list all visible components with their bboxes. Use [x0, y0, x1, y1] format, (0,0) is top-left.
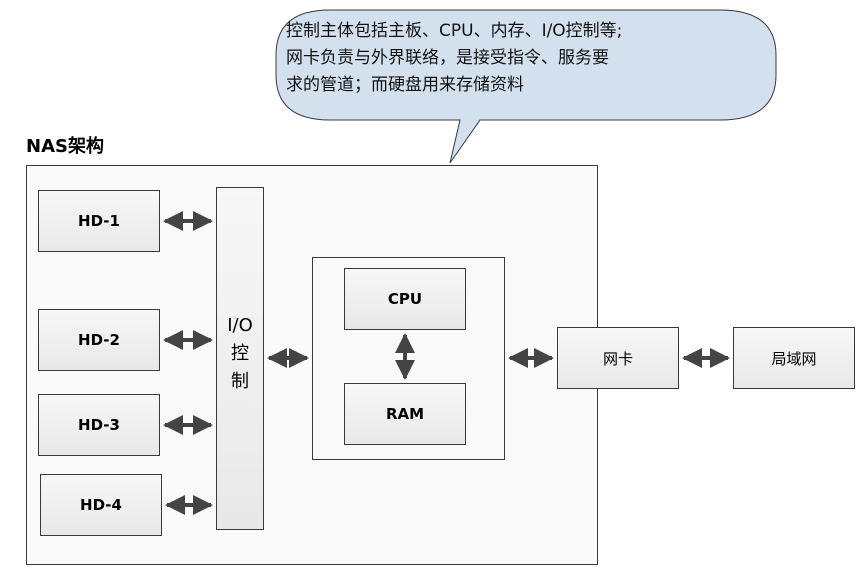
- ram-box: RAM: [344, 383, 466, 445]
- io-controller-label: I/O 控 制: [216, 312, 264, 396]
- disk-hd-3: HD-3: [38, 394, 160, 456]
- callout-line-2: 网卡负责与外界联络，是接受指令、服务要: [286, 48, 609, 68]
- callout-bubble: [275, 9, 777, 164]
- lan-label: 局域网: [771, 349, 817, 368]
- lan-box: 局域网: [733, 327, 855, 389]
- callout-line-1: 控制主体包括主板、CPU、内存、I/O控制等;: [286, 21, 623, 41]
- cpu-label: CPU: [387, 290, 423, 308]
- io-label-line-2: 控: [231, 343, 249, 364]
- cpu-box: CPU: [344, 268, 466, 330]
- nic-box: 网卡: [557, 327, 679, 389]
- disk-hd-2: HD-2: [38, 309, 160, 371]
- ram-label: RAM: [385, 405, 425, 423]
- io-controller: [216, 187, 264, 530]
- io-label-line-3: 制: [231, 371, 249, 392]
- diagram-title: NAS架构: [26, 136, 104, 157]
- disk-label: HD-3: [78, 416, 120, 434]
- disk-label: HD-4: [80, 496, 122, 514]
- disk-label: HD-1: [78, 212, 120, 230]
- disk-label: HD-2: [78, 331, 120, 349]
- nic-label: 网卡: [602, 349, 633, 368]
- disk-hd-1: HD-1: [38, 190, 160, 252]
- disk-hd-4: HD-4: [40, 474, 162, 536]
- io-label-line-1: I/O: [227, 315, 253, 336]
- callout-text: 控制主体包括主板、CPU、内存、I/O控制等; 网卡负责与外界联络，是接受指令、…: [286, 18, 766, 99]
- callout-line-3: 求的管道；而硬盘用来存储资料: [286, 75, 524, 95]
